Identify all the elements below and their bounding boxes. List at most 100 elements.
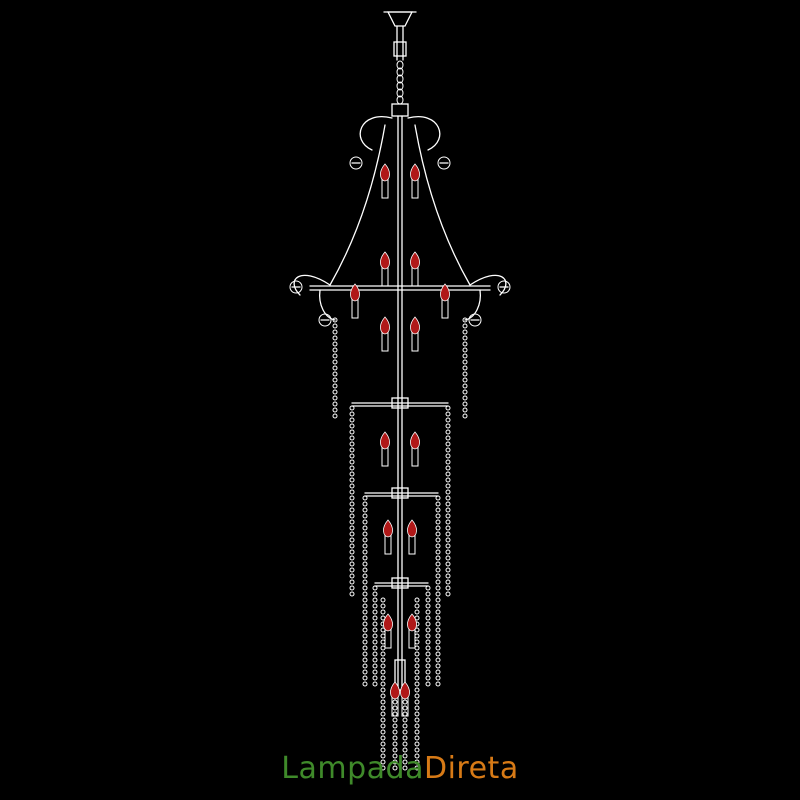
chain-bead [349, 591, 355, 597]
chain-bead [392, 747, 398, 753]
candle-bulb [410, 431, 420, 450]
chain-bead [425, 615, 431, 621]
chain-bead [445, 483, 451, 489]
chain-bead [414, 669, 420, 675]
chain-bead [435, 513, 441, 519]
candle-bulb [380, 251, 390, 270]
chain-bead [435, 543, 441, 549]
chain-bead [435, 579, 441, 585]
chain-bead [445, 561, 451, 567]
chain-bead [362, 573, 368, 579]
chain-bead [392, 753, 398, 759]
chain-bead [362, 531, 368, 537]
chain-bead [362, 549, 368, 555]
chain-bead [372, 675, 378, 681]
chain-bead [435, 525, 441, 531]
chain-bead [332, 317, 338, 323]
chain-bead [362, 651, 368, 657]
chain-bead [435, 633, 441, 639]
chain-bead [445, 405, 451, 411]
crystal-chains [289, 60, 511, 771]
chain-bead [435, 627, 441, 633]
candle-bulb [380, 163, 390, 182]
upper-scroll-right [407, 116, 441, 151]
chain-bead [362, 639, 368, 645]
chain-bead [392, 759, 398, 765]
chain-bead [362, 495, 368, 501]
chain-bead [380, 705, 386, 711]
chain-bead [435, 621, 441, 627]
candle-bulb [383, 613, 393, 632]
chain-bead [362, 579, 368, 585]
chain-bead [392, 717, 398, 723]
chain-bead [332, 329, 338, 335]
chain-bead [445, 447, 451, 453]
chain-bead [435, 555, 441, 561]
chain-bead [402, 759, 408, 765]
chain-bead [349, 405, 355, 411]
chain-bead [380, 693, 386, 699]
chain-bead [380, 753, 386, 759]
chain-bead [392, 723, 398, 729]
chain-bead [414, 657, 420, 663]
chain-bead [435, 519, 441, 525]
chain-bead [414, 693, 420, 699]
chain-bead [380, 669, 386, 675]
chain-bead [392, 741, 398, 747]
chain-bead [362, 585, 368, 591]
chain-bead [425, 681, 431, 687]
chain-bead [349, 507, 355, 513]
chain-bead [332, 383, 338, 389]
candle-bulb [410, 163, 420, 182]
chain-bead [380, 747, 386, 753]
chain-bead [425, 657, 431, 663]
chain-bead [445, 423, 451, 429]
chain-bead [332, 347, 338, 353]
chain-bead [380, 597, 386, 603]
chain-bead [445, 435, 451, 441]
chain-bead [380, 687, 386, 693]
chain-bead [414, 759, 420, 765]
chain-bead [380, 765, 386, 771]
chain-bead [445, 513, 451, 519]
chain-bead [402, 747, 408, 753]
bottom-finial [394, 659, 406, 691]
chain-link [396, 60, 404, 70]
chain-bead [462, 395, 468, 401]
chain-bead [425, 639, 431, 645]
chain-bead [445, 531, 451, 537]
tier-hub [391, 397, 409, 409]
chain-bead [362, 603, 368, 609]
chain-bead [362, 609, 368, 615]
chain-bead [445, 465, 451, 471]
candle-bulb [383, 519, 393, 538]
chain-bead [414, 717, 420, 723]
chain-bead [362, 543, 368, 549]
chain-bead [402, 699, 408, 705]
chain-bead [435, 597, 441, 603]
chain-bead [372, 627, 378, 633]
chain-bead [332, 323, 338, 329]
candle-sleeve [381, 332, 389, 352]
chain-bead [414, 705, 420, 711]
chain-bead [349, 447, 355, 453]
chain-bead [332, 395, 338, 401]
chain-bead [332, 377, 338, 383]
candle-bulb [400, 681, 410, 700]
chain-link [396, 95, 404, 105]
chain-bead [349, 495, 355, 501]
chain-bead [462, 353, 468, 359]
chain-bead [414, 603, 420, 609]
chain-bead [414, 633, 420, 639]
chain-bead [425, 603, 431, 609]
chain-link [396, 88, 404, 98]
chain-bead [362, 615, 368, 621]
chain-bead [380, 741, 386, 747]
candle-sleeve [381, 267, 389, 287]
chain-bead [372, 633, 378, 639]
chain-bead [414, 765, 420, 771]
chain-bead [372, 591, 378, 597]
chain-bead [425, 585, 431, 591]
chain-bead [414, 741, 420, 747]
